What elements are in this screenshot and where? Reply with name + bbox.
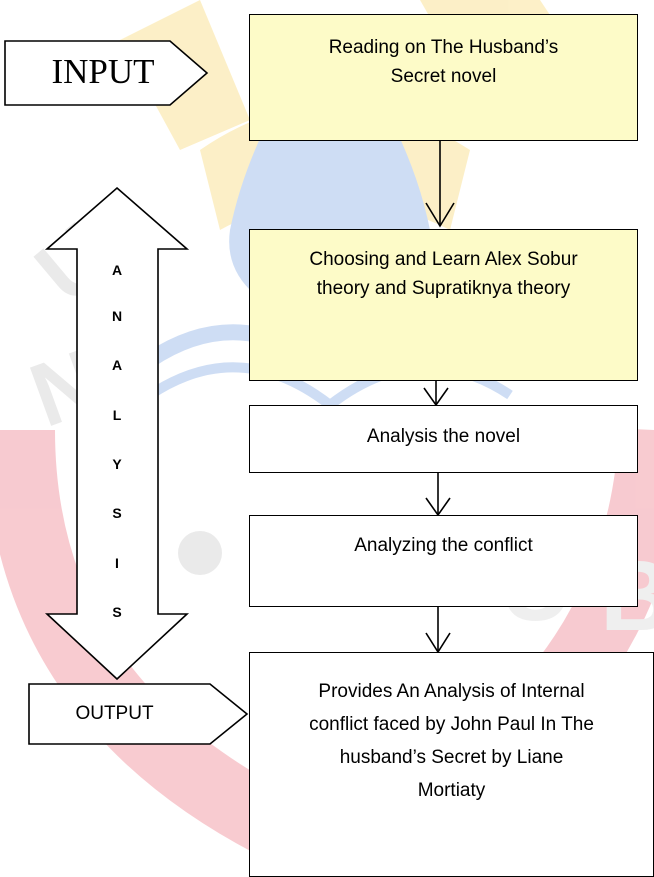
- analysis-letter: A: [111, 357, 123, 373]
- analysis-letter: N: [111, 308, 123, 324]
- step-text-analysis: Analysis the novel: [366, 426, 521, 447]
- connector-arrow-3: [425, 473, 451, 517]
- analysis-letter: I: [115, 555, 119, 571]
- step-box-theory: Choosing and Learn Alex Sobur theory and…: [249, 229, 638, 381]
- step-text-reading: Reading on The Husband’s Secret novel: [328, 37, 559, 87]
- input-label: INPUT: [51, 52, 155, 91]
- connector-arrow-1: [425, 141, 455, 228]
- analysis-letter: Y: [112, 456, 122, 472]
- output-label: OUTPUT: [75, 703, 154, 724]
- step-text-theory: Choosing and Learn Alex Sobur theory and…: [309, 249, 578, 299]
- step-box-conflict: Analyzing the conflict: [249, 515, 638, 607]
- analysis-letter: S: [112, 604, 122, 620]
- svg-text:N: N: [18, 330, 113, 446]
- analysis-letter: L: [112, 407, 122, 423]
- step-box-analysis: Analysis the novel: [249, 405, 638, 473]
- step-box-result: Provides An Analysis of Internal conflic…: [249, 652, 654, 877]
- step-text-conflict: Analyzing the conflict: [354, 535, 533, 556]
- analysis-letter: A: [111, 262, 123, 278]
- step-box-reading: Reading on The Husband’s Secret novel: [249, 14, 638, 141]
- analysis-letter: S: [112, 505, 122, 521]
- step-text-result: Provides An Analysis of Internal conflic…: [309, 681, 594, 801]
